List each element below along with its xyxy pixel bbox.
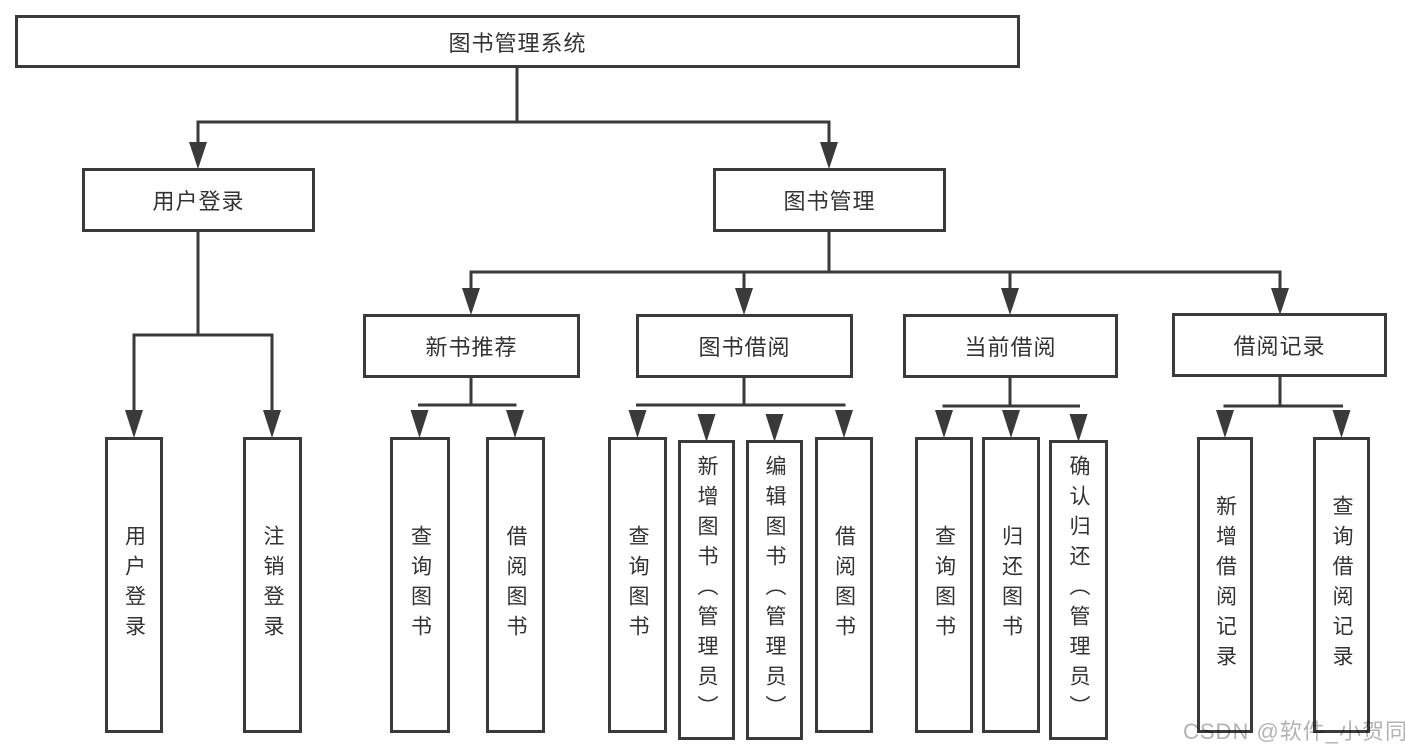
- leaf-query-books-recommend: 查询图书: [390, 437, 450, 733]
- leaf-query-books-borrow: 查询图书: [608, 437, 667, 733]
- node-library-management-system: 图书管理系统: [15, 15, 1020, 68]
- leaf-query-books-current: 查询图书: [915, 437, 973, 733]
- leaf-confirm-return-admin: 确认归还（管理员）: [1049, 440, 1108, 740]
- node-label: 查询图书: [932, 525, 956, 645]
- node-label: 借阅记录: [1233, 334, 1326, 359]
- leaf-logout: 注销登录: [243, 437, 302, 733]
- csdn-watermark: CSDN @软件_小贺同学: [1183, 719, 1405, 744]
- node-label: 图书管理: [783, 189, 876, 214]
- node-label: 新书推荐: [425, 335, 518, 360]
- node-label: 用户登录: [122, 525, 146, 645]
- node-label: 注销登录: [261, 525, 284, 645]
- leaf-add-book-admin: 新增图书（管理员）: [678, 440, 735, 740]
- node-label: 用户登录: [152, 189, 245, 214]
- node-book-borrowing: 图书借阅: [636, 314, 853, 378]
- node-label: 归还图书: [999, 525, 1023, 645]
- leaf-add-borrow-record: 新增借阅记录: [1197, 437, 1253, 733]
- leaf-user-login: 用户登录: [105, 437, 163, 733]
- node-label: 查询图书: [408, 525, 432, 645]
- node-label: 查询借阅记录: [1330, 495, 1353, 675]
- node-label: 图书管理系统: [448, 30, 587, 56]
- node-label: 图书借阅: [698, 335, 791, 360]
- node-label: 新增借阅记录: [1213, 495, 1237, 675]
- leaf-edit-book-admin: 编辑图书（管理员）: [746, 440, 803, 740]
- node-book-management: 图书管理: [713, 168, 946, 232]
- node-label: 当前借阅: [964, 335, 1057, 360]
- node-borrowing-records: 借阅记录: [1172, 313, 1387, 377]
- node-label: 查询图书: [626, 525, 649, 645]
- node-label: 确认归还（管理员）: [1067, 455, 1090, 725]
- leaf-borrow-books: 借阅图书: [815, 437, 873, 733]
- leaf-borrow-books-recommend: 借阅图书: [486, 437, 545, 733]
- leaf-query-borrow-record: 查询借阅记录: [1313, 437, 1370, 733]
- node-label: 编辑图书（管理员）: [763, 455, 786, 725]
- leaf-return-book: 归还图书: [982, 437, 1040, 733]
- node-new-book-recommendation: 新书推荐: [363, 314, 580, 378]
- arrowheads: [125, 142, 1351, 442]
- node-current-borrowing: 当前借阅: [903, 314, 1118, 378]
- node-user-login: 用户登录: [82, 168, 315, 232]
- node-label: 借阅图书: [504, 525, 527, 645]
- node-label: 新增图书（管理员）: [695, 455, 718, 725]
- node-label: 借阅图书: [832, 525, 856, 645]
